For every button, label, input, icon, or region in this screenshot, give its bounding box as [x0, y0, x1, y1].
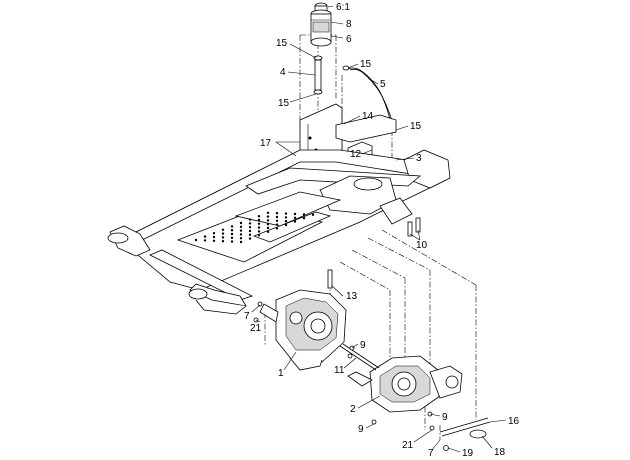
- perforation-hole: [302, 213, 306, 216]
- callout-label: 6: [346, 34, 352, 45]
- perforation-hole: [275, 227, 279, 230]
- callout-label: 7: [428, 448, 434, 459]
- callout-label: 18: [494, 447, 506, 458]
- perforation-hole: [248, 218, 252, 221]
- perforation-hole: [311, 213, 315, 216]
- callout-label: 8: [346, 19, 352, 30]
- perforation-hole: [221, 240, 225, 243]
- linkage-hardware: [253, 217, 491, 451]
- perforation-hole: [266, 226, 270, 230]
- perforation-hole: [230, 240, 234, 243]
- callout-label: 16: [508, 416, 520, 427]
- perforation-hole: [302, 217, 306, 220]
- right-transaxle: [347, 355, 463, 413]
- perforation-hole: [212, 239, 216, 242]
- callout-label: 9: [358, 424, 364, 435]
- callout-label: 2: [350, 404, 356, 415]
- perforation-hole: [221, 232, 225, 235]
- hydraulic-reservoir: [310, 2, 332, 47]
- perforation-hole: [257, 222, 261, 225]
- perforation-hole: [293, 212, 297, 216]
- perforation-hole: [221, 236, 225, 239]
- callout-labels: 6:1 8 6 15 15 4 5 15 14 15 17 12 3 10 13…: [244, 2, 520, 459]
- left-transaxle: [259, 289, 347, 371]
- perforation-hole: [284, 216, 288, 219]
- perforation-hole: [248, 226, 252, 229]
- perforation-hole: [275, 223, 279, 226]
- perforation-hole: [284, 212, 288, 215]
- callout-label: 3: [416, 153, 422, 164]
- perforation-hole: [230, 229, 234, 232]
- perforation-hole: [239, 233, 243, 236]
- callout-label: 14: [362, 111, 374, 122]
- deck-perforations: [194, 211, 315, 244]
- callout-label: 15: [360, 59, 372, 70]
- perforation-hole: [257, 215, 261, 218]
- callout-label: 12: [350, 149, 362, 160]
- perforation-hole: [284, 223, 288, 227]
- callout-label: 10: [416, 240, 428, 251]
- perforation-hole: [230, 236, 234, 239]
- callout-label: 6:1: [336, 2, 350, 13]
- perforation-hole: [203, 235, 207, 238]
- callout-label: 17: [260, 138, 272, 149]
- perforation-hole: [239, 237, 243, 240]
- perforation-hole: [266, 219, 270, 222]
- callout-label: 15: [410, 121, 422, 132]
- callout-label: 11: [334, 365, 345, 376]
- callout-label: 9: [360, 340, 366, 351]
- perforation-hole: [203, 239, 207, 242]
- callout-label: 7: [244, 311, 250, 322]
- perforation-hole: [257, 234, 261, 237]
- callout-label: 4: [280, 67, 286, 78]
- perforation-hole: [275, 219, 279, 222]
- perforation-hole: [221, 228, 225, 231]
- perforation-hole: [275, 212, 279, 215]
- callout-label: 1: [278, 368, 284, 379]
- perforation-hole: [284, 220, 288, 223]
- callout-label: 19: [462, 448, 474, 459]
- callout-label: 9: [442, 412, 448, 423]
- leader-lines: [251, 5, 507, 453]
- perforation-hole: [239, 229, 243, 232]
- perforation-hole: [239, 221, 243, 225]
- perforation-hole: [257, 226, 261, 229]
- callout-label: 5: [380, 79, 386, 90]
- perforation-hole: [248, 229, 252, 233]
- perforation-hole: [257, 230, 261, 233]
- perforation-hole: [212, 232, 216, 235]
- perforation-hole: [266, 230, 270, 233]
- perforation-hole: [194, 238, 198, 242]
- callout-label: 15: [278, 98, 290, 109]
- perforation-hole: [266, 223, 270, 226]
- perforation-hole: [248, 222, 252, 225]
- perforation-hole: [230, 225, 234, 228]
- perforation-hole: [239, 240, 243, 244]
- perforation-hole: [266, 215, 270, 218]
- perforation-hole: [248, 233, 252, 236]
- callout-label: 15: [276, 38, 288, 49]
- perforation-hole: [257, 218, 261, 222]
- perforation-hole: [275, 215, 279, 219]
- perforation-hole: [293, 220, 297, 223]
- callout-label: 21: [402, 440, 414, 451]
- main-frame: [107, 149, 451, 315]
- perforation-hole: [293, 216, 297, 219]
- perforation-hole: [266, 211, 270, 214]
- perforation-hole: [230, 232, 234, 236]
- perforation-hole: [248, 237, 252, 240]
- callout-label: 13: [346, 291, 358, 302]
- perforation-hole: [212, 235, 216, 239]
- callout-label: 21: [250, 323, 262, 334]
- perforation-hole: [239, 225, 243, 228]
